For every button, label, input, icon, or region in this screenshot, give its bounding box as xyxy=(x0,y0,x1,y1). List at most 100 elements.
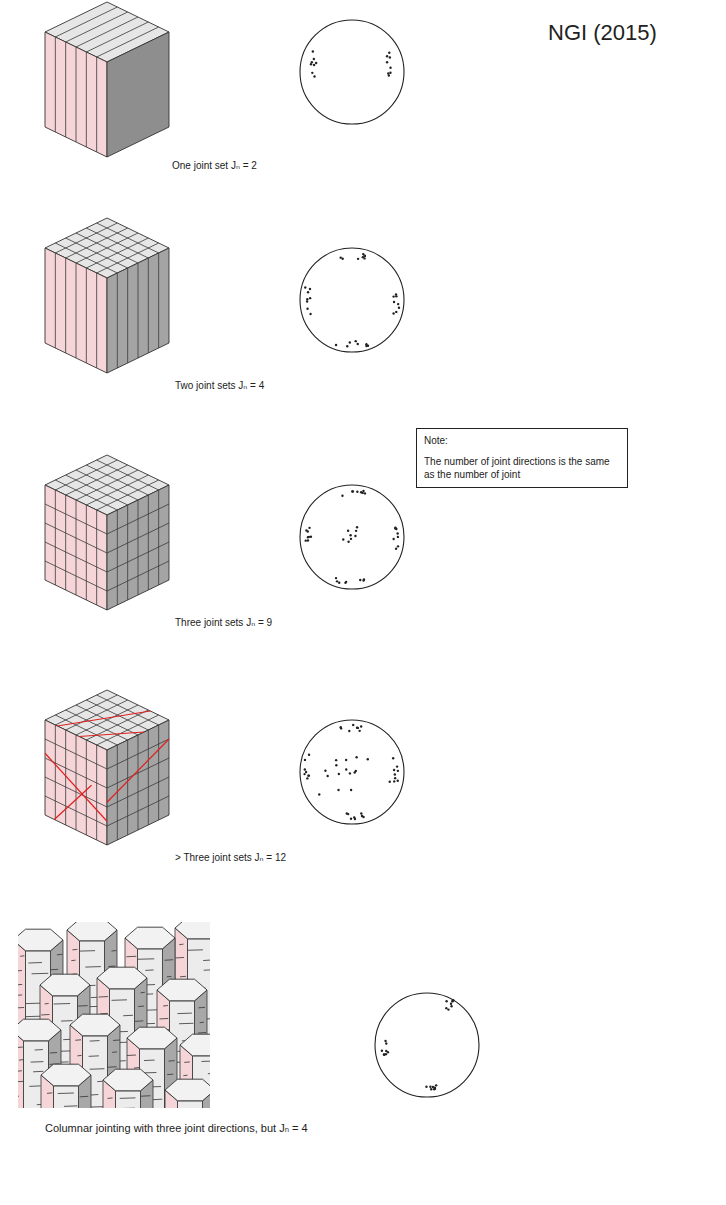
joint-trace xyxy=(45,542,107,572)
pole-dot xyxy=(307,774,309,776)
cross-joint xyxy=(28,962,42,964)
pole-dot xyxy=(347,540,349,542)
pole-dot xyxy=(307,536,309,538)
pole-dot xyxy=(335,759,337,761)
cross-joint xyxy=(184,1061,190,1063)
cross-joint xyxy=(198,1032,206,1034)
cross-joint xyxy=(58,1093,74,1095)
joint-caption: One joint set Jₙ = 2 xyxy=(172,160,257,171)
joint-caption: Two joint sets Jₙ = 4 xyxy=(175,380,264,391)
pole-dot xyxy=(312,50,314,52)
pole-dot xyxy=(306,777,308,779)
pole-dot xyxy=(395,548,397,550)
pole-plot xyxy=(375,993,479,1097)
pole-plot xyxy=(300,20,404,124)
pole-dot xyxy=(385,1050,387,1052)
pole-dot xyxy=(447,1008,449,1010)
pole-dot xyxy=(360,725,362,727)
pole-dot xyxy=(308,536,310,538)
pole-dot xyxy=(353,816,355,818)
block-face xyxy=(45,720,107,845)
joint-trace xyxy=(76,735,77,830)
pole-dot xyxy=(393,769,395,771)
joint-trace xyxy=(76,470,138,500)
cross-joint xyxy=(111,950,116,952)
pole-dot xyxy=(308,754,310,756)
pole-dot xyxy=(389,67,391,69)
basalt-column xyxy=(165,1079,210,1108)
pole-dot xyxy=(363,255,365,257)
pole-dot xyxy=(386,55,388,57)
joint-trace xyxy=(138,263,139,358)
pole-dot xyxy=(337,789,339,791)
pole-dot xyxy=(354,771,356,773)
pole-plot xyxy=(300,248,404,352)
note-heading: Note: xyxy=(424,434,620,447)
cross-joint xyxy=(167,1074,173,1076)
joint-trace xyxy=(96,745,97,840)
joint-trace xyxy=(97,715,159,745)
joint-caption: Three joint sets Jₙ = 9 xyxy=(175,617,272,628)
rock-block xyxy=(45,690,169,845)
pole-dot xyxy=(434,1088,436,1090)
pole-dot xyxy=(433,1088,435,1090)
cross-joint xyxy=(31,1061,44,1063)
stereonet-circle xyxy=(375,993,479,1097)
pole-dot xyxy=(350,789,352,791)
pole-dot xyxy=(392,538,394,540)
pole-dot xyxy=(397,770,399,772)
pole-dot xyxy=(356,526,358,528)
stereonet-circle xyxy=(300,485,404,589)
cross-joint xyxy=(54,1003,70,1005)
pole-dot xyxy=(356,727,358,729)
cross-joint xyxy=(32,973,49,975)
pole-dot xyxy=(352,724,354,726)
pole-dot xyxy=(306,308,308,310)
cross-joint xyxy=(208,1073,210,1075)
pole-dot xyxy=(385,1042,387,1044)
joint-trace xyxy=(45,561,107,591)
column-face xyxy=(178,1101,203,1108)
pole-dot xyxy=(347,813,349,815)
pole-dot xyxy=(306,300,308,302)
joint-trace xyxy=(55,37,56,132)
cross-joint xyxy=(186,949,203,951)
cross-joint xyxy=(135,958,154,960)
pole-dot xyxy=(392,295,394,297)
joint-trace xyxy=(86,228,148,258)
stereonet xyxy=(300,20,479,1097)
column-face xyxy=(54,1086,79,1108)
pole-dot xyxy=(345,759,347,761)
joint-trace xyxy=(107,739,169,769)
pole-dot xyxy=(435,1084,437,1086)
joint-trace xyxy=(97,695,159,725)
cross-joint xyxy=(183,1075,187,1077)
cross-joint xyxy=(141,1095,150,1097)
pole-dot xyxy=(452,999,454,1001)
joint-trace xyxy=(96,57,97,152)
pole-dot xyxy=(356,491,358,493)
joint-trace xyxy=(45,739,107,769)
cross-joint xyxy=(165,959,174,961)
pole-dot xyxy=(305,771,307,773)
column-top xyxy=(67,922,117,941)
pole-dot xyxy=(336,580,338,582)
cross-joint xyxy=(141,992,145,994)
pole-dot xyxy=(432,1086,434,1088)
pole-dot xyxy=(354,535,356,537)
pole-dot xyxy=(346,345,348,347)
joint-trace xyxy=(55,725,56,820)
joint-trace xyxy=(97,243,159,273)
pole-dot xyxy=(393,780,395,782)
pole-dot xyxy=(309,288,311,290)
pole-dot xyxy=(313,58,315,60)
cross-joint xyxy=(180,976,186,978)
joint-trace xyxy=(138,735,139,830)
pole-dot xyxy=(303,773,305,775)
pole-dot xyxy=(397,303,399,305)
pole-dot xyxy=(425,1086,427,1088)
joint-caption: Columnar jointing with three joint direc… xyxy=(45,1122,308,1135)
cross-joint xyxy=(113,1039,120,1041)
joint-trace xyxy=(76,233,138,263)
pole-dot xyxy=(349,341,351,343)
